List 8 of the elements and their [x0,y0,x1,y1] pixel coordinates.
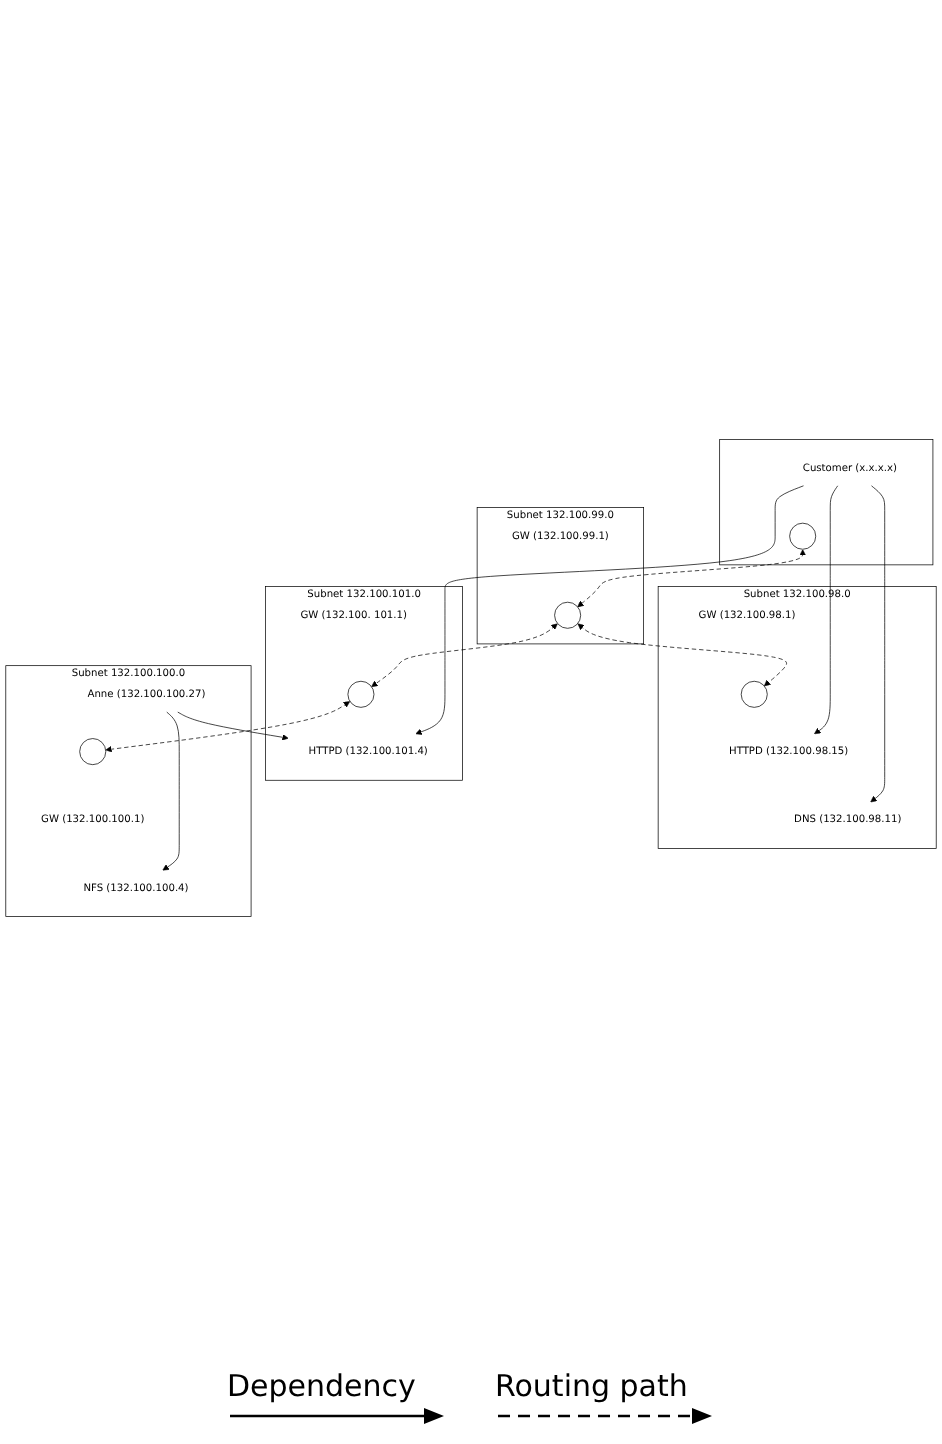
node-circle [789,522,817,550]
legend-text: Routing path [495,1368,688,1404]
node-circle [79,738,107,766]
node-circle [740,680,768,708]
node-circle [554,601,582,629]
cluster [719,439,934,566]
node-circle [347,680,375,708]
legend-text: Dependency [227,1368,416,1404]
